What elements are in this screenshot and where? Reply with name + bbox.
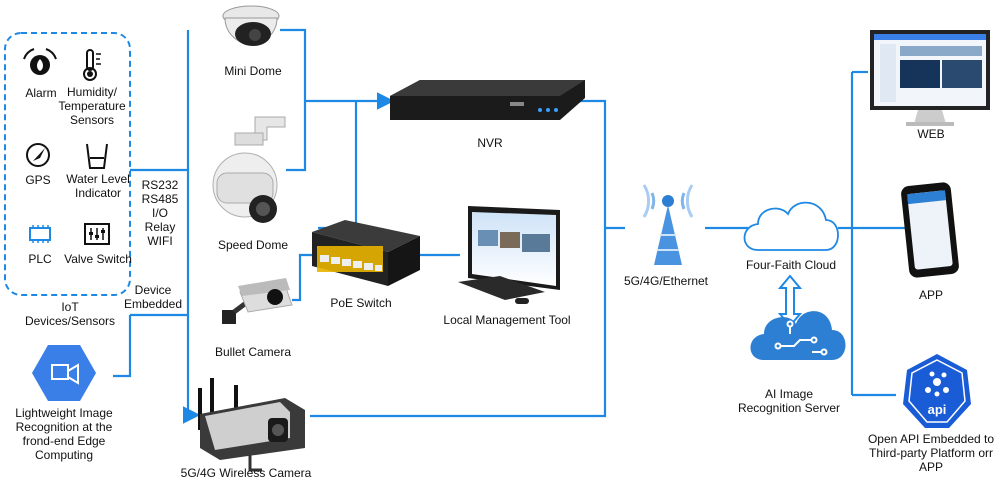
interface-list: RS232 RS485 I/O Relay WIFI (141, 178, 179, 248)
device-embedded-label: Device Embedded (123, 283, 183, 311)
cloud-label: Four-Faith Cloud (745, 258, 837, 272)
iot-group-border (4, 32, 131, 296)
plc-label: PLC (28, 252, 52, 266)
water-level-label: Water Level Indicator (66, 172, 130, 200)
plc-icon (29, 225, 51, 243)
link-poe-nvr (318, 101, 358, 230)
thermometer-icon (83, 49, 101, 81)
nvr-device (390, 80, 585, 120)
poe-switch-label: PoE Switch (330, 296, 392, 310)
alarm-label: Alarm (25, 86, 57, 100)
link-bullet-poe (292, 253, 312, 302)
link-mini-dome (280, 28, 307, 172)
edge-computing-label: Lightweight Image Recognition at the fro… (15, 406, 113, 462)
api-label: Open API Embedded to Third-party Platfor… (867, 432, 995, 474)
iot-group-label: IoT Devices/Sensors (24, 300, 116, 328)
speed-dome-camera-icon (212, 116, 286, 223)
cloud-icon (743, 201, 839, 251)
link-wireless-network (310, 228, 607, 418)
ai-server-icon (750, 311, 846, 360)
api-badge-text: api (928, 402, 947, 417)
poe-switch-device (312, 220, 420, 286)
valve-switch-label: Valve Switch (64, 252, 132, 266)
link-nvr-network (572, 99, 625, 230)
speed-dome-label: Speed Dome (217, 238, 289, 252)
web-monitor-icon (870, 30, 990, 126)
ai-server-label: AI Image Recognition Server (737, 387, 841, 415)
antenna-icon (642, 184, 694, 265)
bullet-camera-label: Bullet Camera (214, 345, 292, 359)
connection-lines (113, 28, 905, 424)
app-label: APP (918, 288, 943, 302)
humidity-label: Humidity/ Temperature Sensors (58, 85, 126, 127)
web-label: WEB (917, 127, 945, 141)
local-tool-label: Local Management Tool (443, 313, 571, 327)
api-badge-icon: api (903, 354, 971, 428)
water-level-icon (86, 143, 108, 169)
bullet-camera-icon (222, 278, 293, 324)
network-label: 5G/4G/Ethernet (623, 274, 709, 288)
edge-computing-icon (32, 345, 96, 401)
link-edge (113, 315, 132, 378)
nvr-label: NVR (477, 136, 503, 150)
gps-icon (26, 143, 50, 167)
wireless-camera-icon (198, 378, 305, 472)
phone-icon (901, 182, 959, 278)
mini-dome-camera-icon (222, 5, 280, 46)
valve-switch-icon (84, 223, 110, 245)
alarm-icon (23, 48, 57, 75)
gps-label: GPS (25, 173, 51, 187)
monitor-icon (458, 206, 560, 304)
mini-dome-label: Mini Dome (224, 64, 282, 78)
wireless-camera-label: 5G/4G Wireless Camera (180, 466, 312, 480)
